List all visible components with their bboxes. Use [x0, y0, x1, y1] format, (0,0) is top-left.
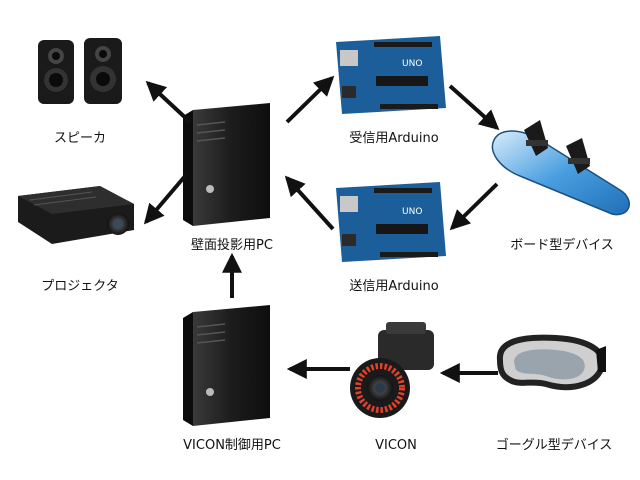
arrow-sender-arduino-to-pc: [284, 175, 335, 231]
arduino-board-text: UNO: [402, 207, 422, 217]
arrow-pc-to-projector: [143, 173, 188, 225]
label-vicon: VICON: [375, 438, 417, 453]
label-vicon-pc: VICON制御用PC: [183, 438, 281, 453]
vicon-camera-icon: [350, 322, 434, 418]
arrow-receiver-arduino-to-board: [448, 84, 500, 131]
label-receiver-arduino: 受信用Arduino: [349, 131, 438, 146]
arduino-board-icon: UNO: [336, 36, 446, 114]
pc-tower-icon: [183, 305, 270, 426]
arrow-pc-to-receiver-arduino: [285, 75, 335, 124]
arduino-board-icon: UNO: [336, 182, 446, 262]
arduino-board-text: UNO: [402, 59, 422, 69]
label-sender-arduino: 送信用Arduino: [349, 279, 438, 294]
projector-icon: [18, 186, 134, 244]
label-wall-pc: 壁面投影用PC: [191, 237, 273, 253]
arrow-board-to-sender-arduino: [449, 182, 499, 231]
label-goggle-device: ゴーグル型デバイス: [496, 437, 613, 453]
speaker-icon: [38, 38, 122, 104]
label-speaker: スピーカ: [54, 131, 106, 146]
label-board-device: ボード型デバイス: [510, 237, 614, 253]
label-projector: プロジェクタ: [41, 279, 118, 294]
snowboard-icon: [491, 120, 630, 216]
pc-tower-icon: [183, 103, 270, 226]
arrows: [143, 75, 500, 383]
goggle-icon: [496, 334, 606, 391]
arrow-pc-to-speaker: [145, 80, 192, 124]
